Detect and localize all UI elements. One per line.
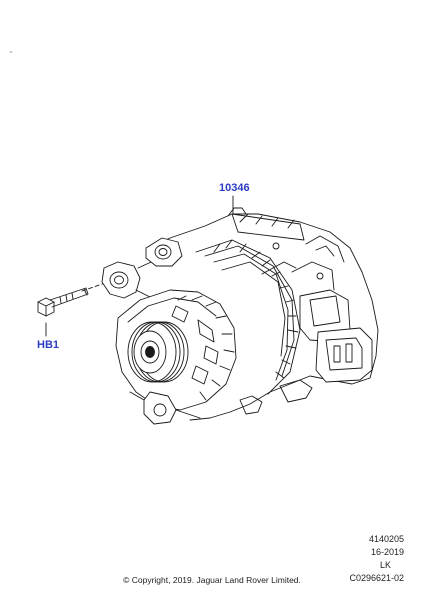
drawing-date: 16-2019 xyxy=(370,547,404,557)
drawing-code: 4140205 xyxy=(368,534,404,544)
callout-alternator[interactable]: 10346 xyxy=(219,182,250,194)
alternator-part xyxy=(101,207,379,425)
callout-bolt[interactable]: HB1 xyxy=(37,339,60,351)
drawing-initials: LK xyxy=(379,560,391,570)
illustration-number: C0296621-02 xyxy=(349,573,404,583)
copyright-notice: © Copyright, 2019. Jaguar Land Rover Lim… xyxy=(123,575,301,585)
bolt-part xyxy=(37,287,89,317)
